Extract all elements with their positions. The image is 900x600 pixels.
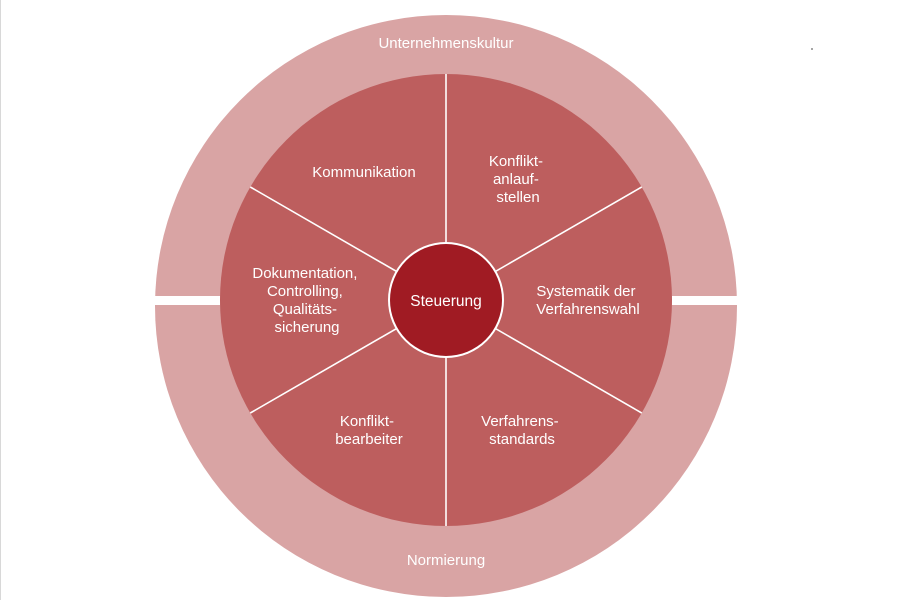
stray-dot — [811, 48, 813, 50]
center-hub — [390, 244, 502, 356]
segment-konfliktbearbeiter-label: Konflikt- bearbeiter — [335, 413, 403, 448]
segment-dokumentation-line-3: Qualitäts- — [273, 301, 337, 318]
segment-kommunikation-line-1: Kommunikation — [312, 164, 415, 181]
segment-dokumentation-line-4: sicherung — [274, 319, 339, 336]
segment-konfliktanlaufstellen-label: Konflikt- anlauf- stellen — [489, 153, 547, 206]
segment-systematik-label: Systematik der Verfahrenswahl — [536, 283, 639, 318]
segment-verfahrensstandards-label: Verfahrens- standards — [481, 413, 563, 448]
outer-ring-gap-left — [150, 296, 220, 305]
segment-konfliktanlaufstellen-line-2: anlauf- — [493, 171, 539, 188]
segment-kommunikation-label: Kommunikation — [312, 164, 415, 181]
page-edge-line — [0, 0, 1, 600]
segment-verfahrensstandards-line-2: standards — [489, 431, 555, 448]
outer-ring-top-label: Unternehmenskultur — [378, 35, 513, 52]
outer-ring-bottom-label: Normierung — [407, 552, 485, 569]
segment-dokumentation-label: Dokumentation, Controlling, Qualitäts- s… — [252, 265, 361, 336]
segment-dokumentation-line-2: Controlling, — [267, 283, 343, 300]
segment-dokumentation-line-1: Dokumentation, — [252, 265, 357, 282]
segment-systematik-line-2: Verfahrenswahl — [536, 301, 639, 318]
segment-konfliktanlaufstellen-line-3: stellen — [496, 189, 539, 206]
center-label: Steuerung — [410, 293, 482, 310]
segment-systematik-line-1: Systematik der — [536, 283, 635, 300]
segment-konfliktbearbeiter-line-2: bearbeiter — [335, 431, 403, 448]
outer-ring-gap-right — [672, 296, 742, 305]
segment-konfliktanlaufstellen-line-1: Konflikt- — [489, 153, 543, 170]
segment-verfahrensstandards-line-1: Verfahrens- — [481, 413, 559, 430]
segment-konfliktbearbeiter-line-1: Konflikt- — [340, 413, 394, 430]
